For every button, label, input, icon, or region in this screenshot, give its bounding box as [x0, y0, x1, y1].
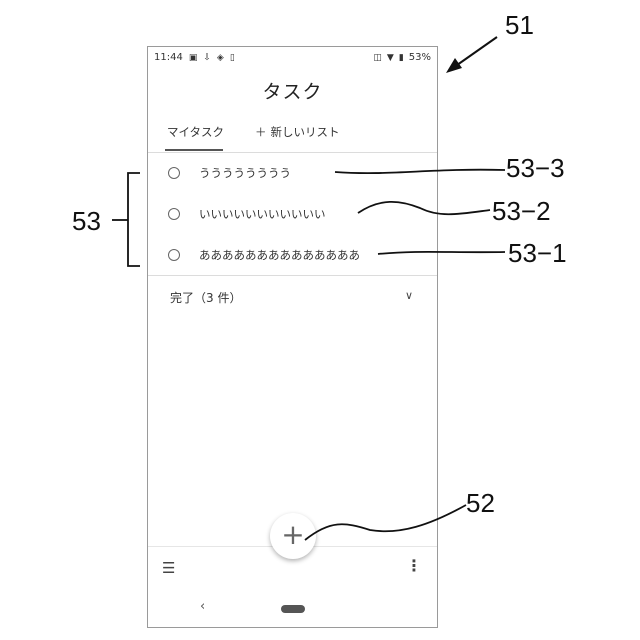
- ref-label-51: 51: [505, 10, 534, 41]
- leader-53-2: [358, 202, 490, 214]
- leader-52: [305, 505, 466, 540]
- leader-53-1: [378, 252, 505, 254]
- ref-label-53-2: 53−2: [492, 196, 551, 227]
- arrow-head-51: [446, 58, 462, 73]
- ref-label-53-3: 53−3: [506, 153, 565, 184]
- leader-53-3: [335, 170, 505, 173]
- bracket-53: [128, 173, 140, 266]
- ref-label-53-1: 53−1: [508, 238, 567, 269]
- ref-label-53: 53: [72, 206, 101, 237]
- ref-label-52: 52: [466, 488, 495, 519]
